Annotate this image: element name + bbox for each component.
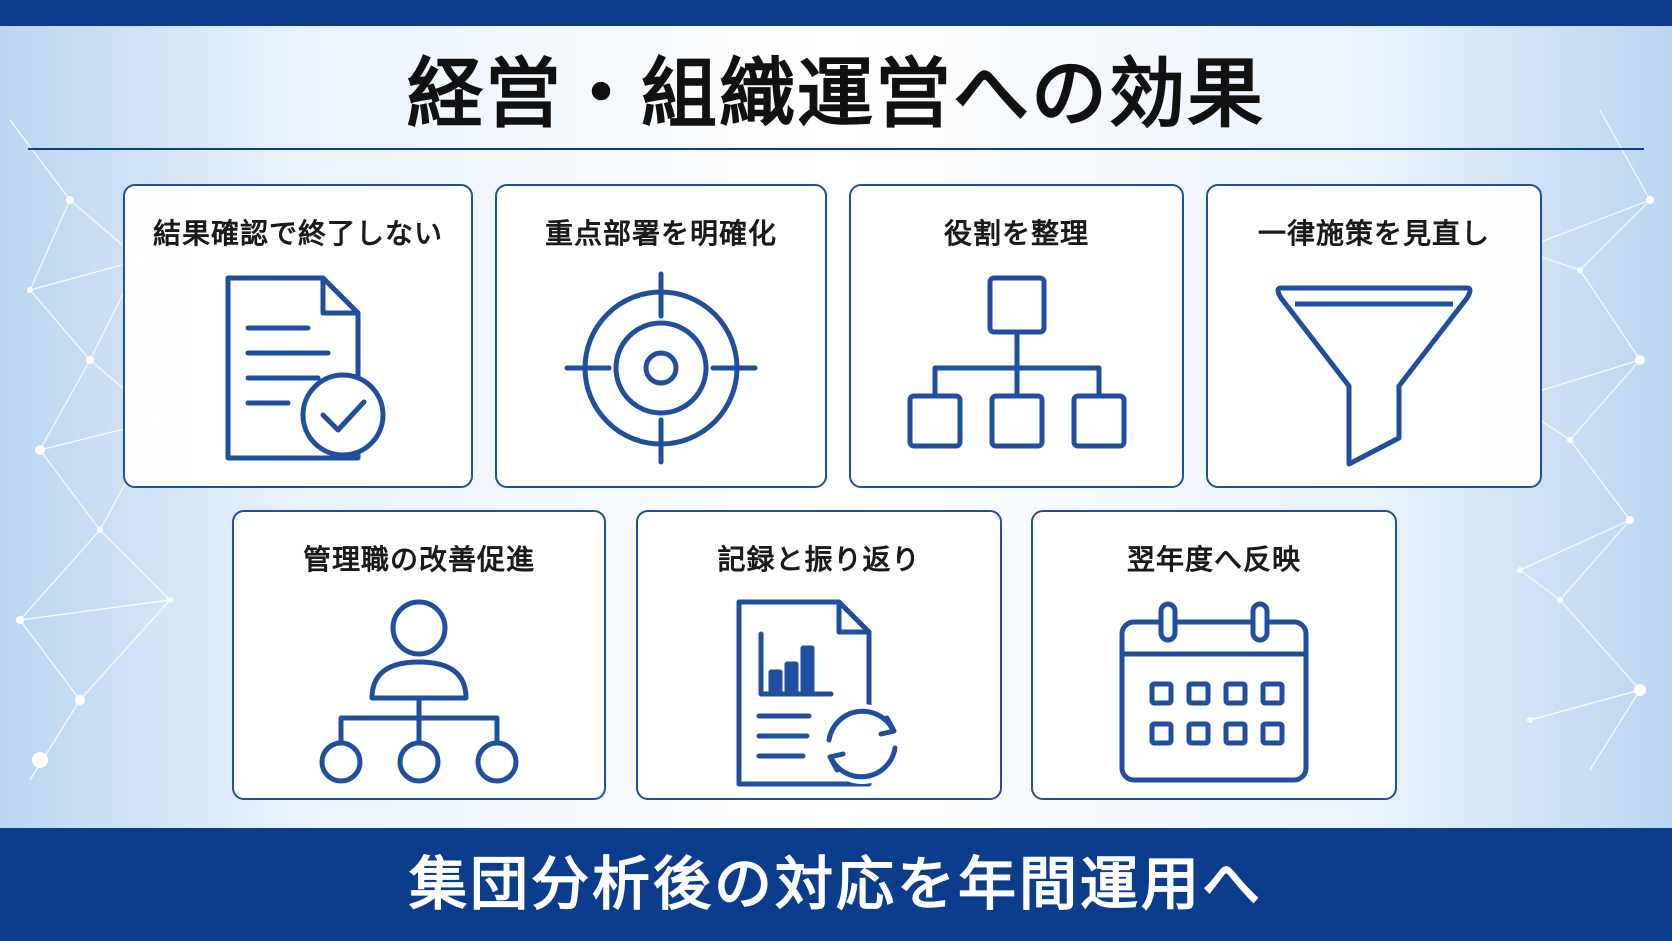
card-organize-roles: 役割を整理: [849, 184, 1184, 488]
document-check-icon: [225, 275, 386, 461]
target-icon: [564, 271, 758, 465]
funnel-icon: [1275, 285, 1473, 467]
footer-banner: 集団分析後の対応を年間運用へ: [0, 828, 1672, 941]
report-refresh-icon: [736, 599, 902, 787]
card-label: 結果確認で終了しない: [152, 217, 443, 250]
calendar-icon: [1119, 601, 1309, 783]
manager-hierarchy-icon: [319, 599, 519, 784]
card-record-review: 記録と振り返り: [636, 510, 1002, 800]
card-label: 翌年度へ反映: [1126, 543, 1301, 576]
card-result-check: 結果確認で終了しない: [123, 184, 473, 488]
card-label: 記録と振り返り: [717, 543, 921, 576]
page-title: 経営・組織運営への効果: [407, 49, 1265, 138]
card-next-year-reflection: 翌年度へ反映: [1031, 510, 1397, 800]
card-priority-departments: 重点部署を明確化: [495, 184, 827, 488]
footer-text: 集団分析後の対応を年間運用へ: [408, 850, 1263, 918]
top-bar: [0, 0, 1672, 26]
card-label: 重点部署を明確化: [544, 217, 777, 250]
card-manager-improvement: 管理職の改善促進: [232, 510, 606, 800]
card-review-uniform-measures: 一律施策を見直し: [1206, 184, 1542, 488]
card-label: 管理職の改善促進: [302, 543, 535, 576]
org-chart-icon: [907, 275, 1126, 449]
card-label: 役割を整理: [943, 217, 1089, 250]
card-label: 一律施策を見直し: [1257, 217, 1490, 250]
title-divider: [28, 148, 1644, 150]
